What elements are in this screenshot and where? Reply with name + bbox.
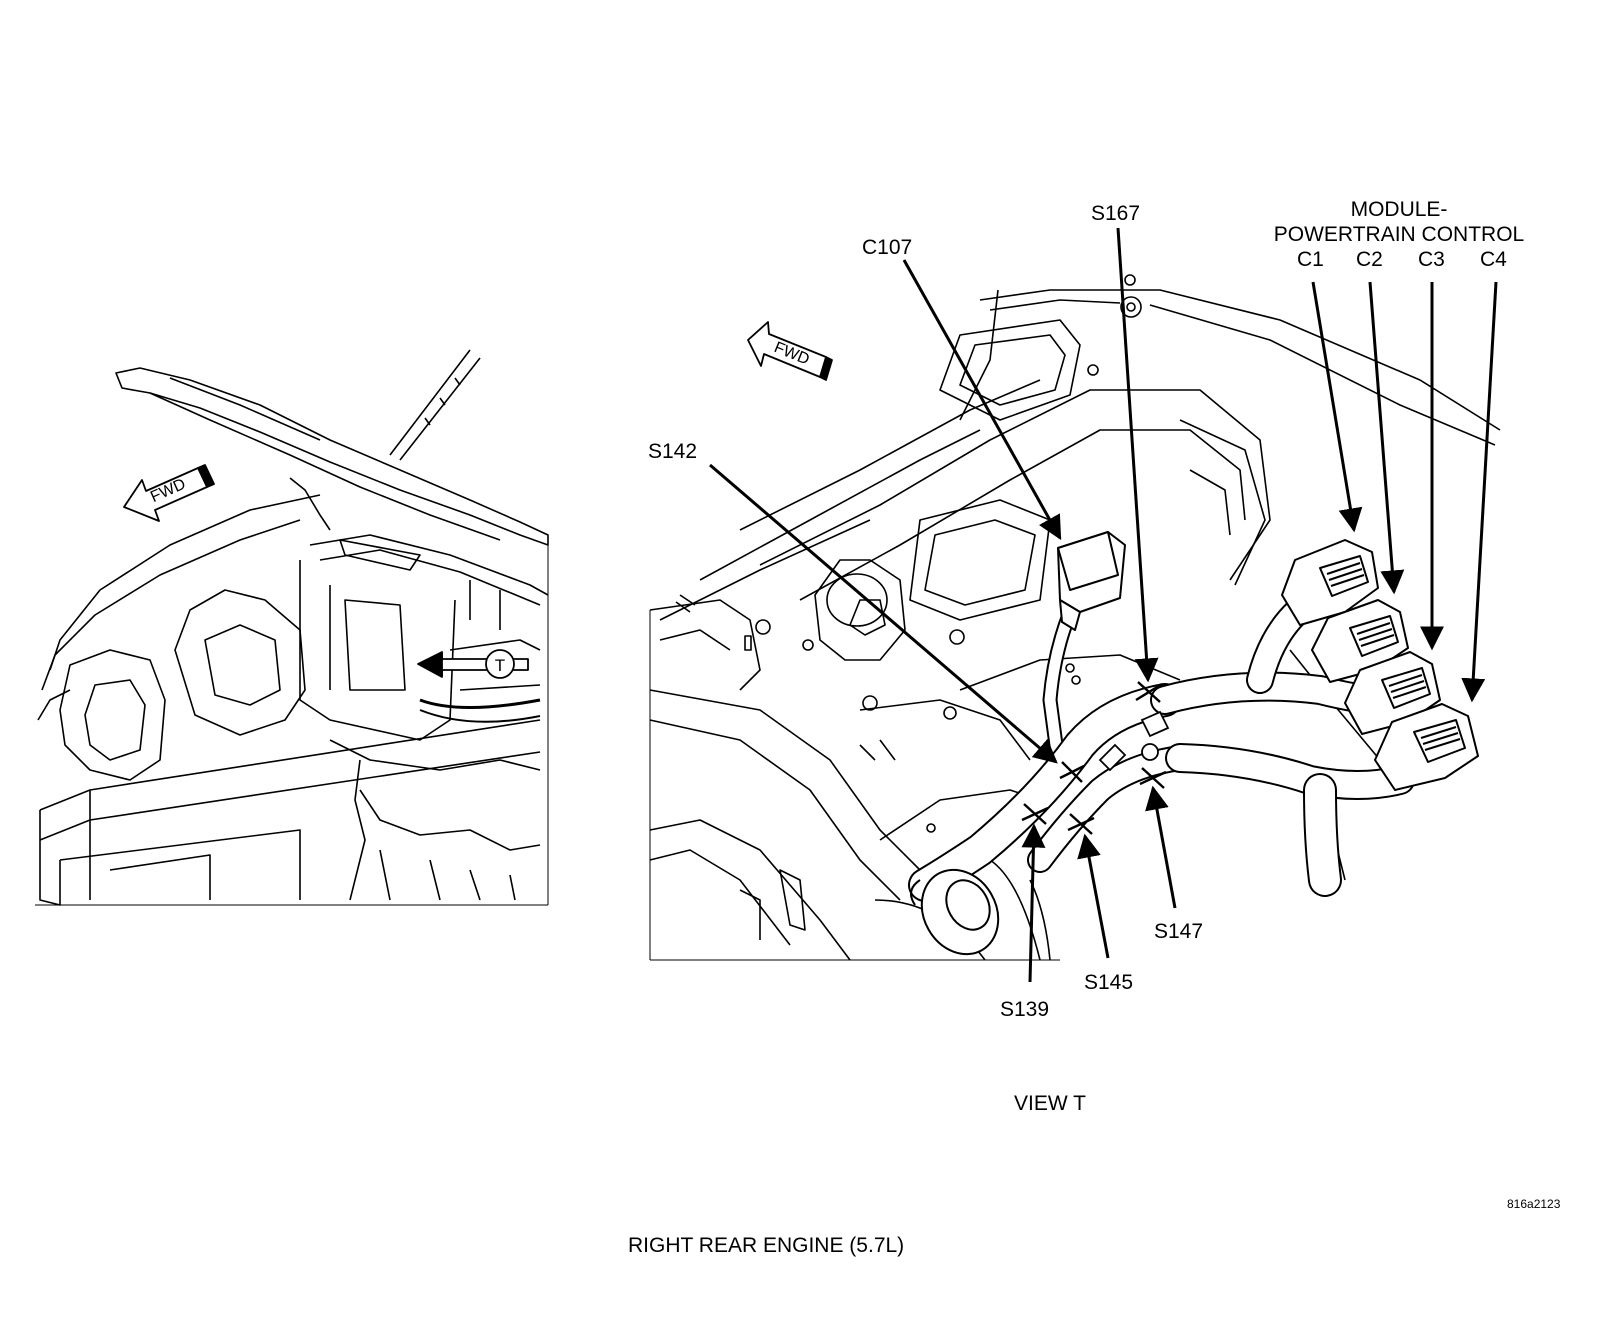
label-c4: C4 — [1480, 248, 1507, 271]
label-s145: S145 — [1084, 971, 1134, 994]
label-module-line1: MODULE- — [1350, 198, 1448, 221]
label-c1: C1 — [1297, 248, 1324, 271]
label-s142: S142 — [648, 440, 698, 463]
label-c2: C2 — [1356, 248, 1383, 271]
pcm-connectors — [1281, 539, 1479, 791]
label-s139: S139 — [1000, 998, 1050, 1021]
leader-c4 — [1461, 281, 1498, 703]
fwd-arrow-icon — [747, 321, 833, 381]
fwd-arrow-icon — [123, 464, 215, 522]
splice-mark-s142 — [1059, 761, 1085, 783]
leader-c2 — [1368, 281, 1405, 595]
view-t-detail-drawing — [649, 274, 1501, 961]
c107-connector — [1057, 531, 1126, 631]
harness-clips — [1098, 710, 1170, 772]
leader-s142 — [709, 463, 1058, 764]
splice-mark-s147 — [1139, 767, 1167, 789]
label-module-line2: POWERTRAIN CONTROL — [1273, 223, 1525, 246]
figure-id: 816a2123 — [1507, 1197, 1561, 1211]
splice-mark-s145 — [1067, 813, 1095, 835]
splice-marks — [1021, 681, 1167, 835]
leader-c107 — [902, 259, 1062, 541]
leader-c1 — [1311, 281, 1363, 533]
view-caption: VIEW T — [1014, 1092, 1086, 1115]
label-s167: S167 — [1091, 202, 1141, 225]
label-c3: C3 — [1418, 248, 1445, 271]
figure-title: RIGHT REAR ENGINE (5.7L) — [628, 1234, 905, 1257]
leader-s139 — [1021, 823, 1046, 983]
view-t-marker-label: T — [495, 656, 505, 675]
pcm-connector-c4 — [1374, 703, 1479, 791]
pcm-connector-c1 — [1281, 539, 1379, 626]
view-t-arrow-icon — [417, 649, 529, 679]
leader-s147 — [1145, 785, 1177, 909]
splice-mark-s139 — [1021, 803, 1049, 825]
splice-mark-s167 — [1135, 681, 1163, 703]
harness-grommet — [910, 868, 1000, 956]
label-s147: S147 — [1154, 920, 1204, 943]
leader-s145 — [1077, 833, 1110, 959]
vehicle-overview-drawing — [35, 349, 549, 906]
leader-s167 — [1116, 227, 1159, 683]
label-c107: C107 — [862, 236, 913, 259]
leader-lines — [709, 227, 1498, 983]
